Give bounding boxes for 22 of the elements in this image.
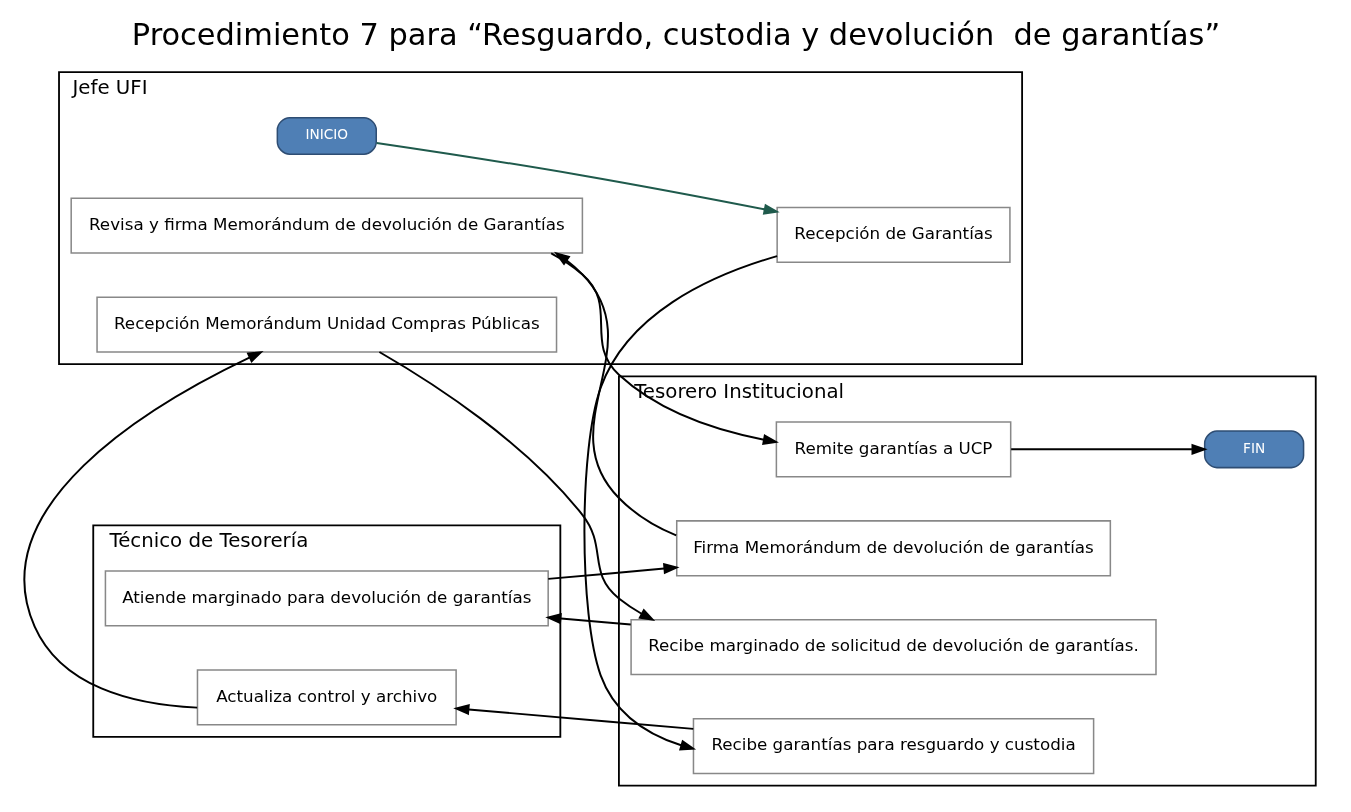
node-box: Recibe marginado de solicitud de devolución de garantías. bbox=[629, 619, 1157, 676]
node-box: Recepción de Garantías bbox=[775, 206, 1011, 263]
arrow bbox=[375, 141, 780, 215]
node-box: Remite garantías a UCP bbox=[775, 421, 1011, 478]
node-box: Recepción Memorándum Unidad Compras Públicas bbox=[95, 296, 557, 353]
node-box: Recibe garantías para resguardo y custodia bbox=[692, 717, 1094, 775]
diagram-title: Procedimiento 7 para “Resguardo, custodia y devolución de garantías” bbox=[131, 16, 1220, 52]
arrow bbox=[23, 350, 264, 709]
node-box: FIN bbox=[1203, 430, 1304, 469]
node-box: Revisa y firma Memorándum de devolución de Garantías bbox=[69, 197, 583, 254]
node-box: Atiende marginado para devolución de garantías bbox=[104, 570, 549, 627]
arrow bbox=[553, 251, 677, 537]
arrow bbox=[546, 562, 680, 580]
arrow bbox=[549, 252, 779, 446]
arrow bbox=[582, 255, 778, 751]
node-box: Actualiza control y archivo bbox=[196, 669, 457, 726]
arrow bbox=[1009, 443, 1208, 455]
arrow bbox=[544, 612, 632, 626]
arrow bbox=[452, 703, 694, 730]
arrow bbox=[377, 351, 655, 622]
node-box: Firma Memorándum de devolución de garantías bbox=[675, 520, 1111, 577]
node-box: INICIO bbox=[276, 116, 377, 155]
